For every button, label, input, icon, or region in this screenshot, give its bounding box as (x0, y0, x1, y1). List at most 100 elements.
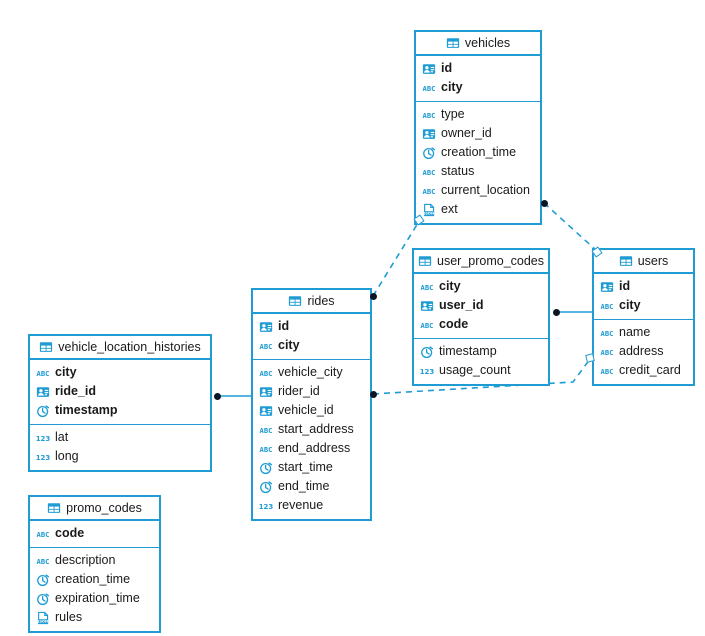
svg-text:123: 123 (259, 502, 273, 510)
123-number-icon: 123 (36, 431, 50, 445)
svg-text:ABC: ABC (423, 186, 436, 195)
field-row[interactable]: creation_time (416, 143, 540, 162)
field-row[interactable]: ABC credit_card (594, 361, 693, 380)
field-label: credit_card (619, 363, 681, 378)
field-label: start_time (278, 460, 333, 475)
abc-text-icon: ABC (422, 108, 436, 122)
field-label: current_location (441, 183, 530, 198)
field-label: city (55, 365, 77, 380)
field-row[interactable]: expiration_time (30, 589, 159, 608)
id-card-icon (259, 385, 273, 399)
abc-text-icon: ABC (259, 366, 273, 380)
field-label: id (278, 319, 290, 334)
123-number-icon: 123 (36, 450, 50, 464)
clock-icon (36, 573, 50, 587)
entity-header[interactable]: vehicles (416, 32, 540, 56)
id-card-icon (422, 62, 436, 76)
field-row[interactable]: id (594, 277, 693, 296)
field-row[interactable]: rider_id (253, 382, 370, 401)
relationship-dot-marker (540, 199, 548, 207)
svg-text:ABC: ABC (423, 110, 436, 119)
field-label: expiration_time (55, 591, 140, 606)
table-icon (47, 501, 61, 515)
field-row[interactable]: ABC current_location (416, 181, 540, 200)
field-label: city (278, 338, 300, 353)
abc-text-icon: ABC (600, 299, 614, 313)
table-icon (418, 254, 432, 268)
field-row[interactable]: vehicle_id (253, 401, 370, 420)
abc-text-icon: ABC (600, 326, 614, 340)
entity-header[interactable]: user_promo_codes (414, 250, 548, 274)
svg-text:123: 123 (420, 367, 434, 375)
field-label: rider_id (278, 384, 320, 399)
field-row[interactable]: user_id (414, 296, 548, 315)
field-row[interactable]: creation_time (30, 570, 159, 589)
field-row[interactable]: start_time (253, 458, 370, 477)
field-row[interactable]: timestamp (30, 401, 210, 420)
json-document-icon: JSON (422, 203, 436, 217)
entity-header[interactable]: users (594, 250, 693, 274)
field-row[interactable]: id (253, 317, 370, 336)
relationship-dot-marker (552, 308, 560, 316)
field-label: creation_time (55, 572, 131, 587)
field-row[interactable]: end_time (253, 477, 370, 496)
field-label: id (441, 61, 453, 76)
field-label: address (619, 344, 664, 359)
abc-text-icon: ABC (36, 366, 50, 380)
field-label: timestamp (439, 344, 497, 359)
clock-icon (420, 345, 434, 359)
abc-text-icon: ABC (259, 339, 273, 353)
field-row[interactable]: ABC code (414, 315, 548, 334)
clock-icon (422, 146, 436, 160)
field-row[interactable]: timestamp (414, 342, 548, 361)
json-document-icon: JSON (36, 611, 50, 625)
abc-text-icon: ABC (600, 364, 614, 378)
field-row[interactable]: ride_id (30, 382, 210, 401)
relationship-edge-vehicles-to-users[interactable] (543, 202, 598, 252)
field-row[interactable]: owner_id (416, 124, 540, 143)
svg-text:ABC: ABC (37, 368, 50, 377)
entity-header[interactable]: vehicle_location_histories (30, 336, 210, 360)
field-label: user_id (439, 298, 484, 313)
entity-header[interactable]: rides (253, 290, 370, 314)
entity-name: user_promo_codes (437, 254, 545, 268)
field-row[interactable]: id (416, 59, 540, 78)
svg-text:ABC: ABC (421, 320, 434, 329)
field-row[interactable]: ABC city (30, 363, 210, 382)
field-row[interactable]: ABC city (253, 336, 370, 355)
field-row[interactable]: ABC city (594, 296, 693, 315)
field-label: end_time (278, 479, 330, 494)
field-label: code (439, 317, 469, 332)
field-label: city (619, 298, 641, 313)
svg-text:ABC: ABC (601, 328, 614, 337)
id-card-icon (420, 299, 434, 313)
field-label: start_address (278, 422, 354, 437)
entity-header[interactable]: promo_codes (30, 497, 159, 521)
